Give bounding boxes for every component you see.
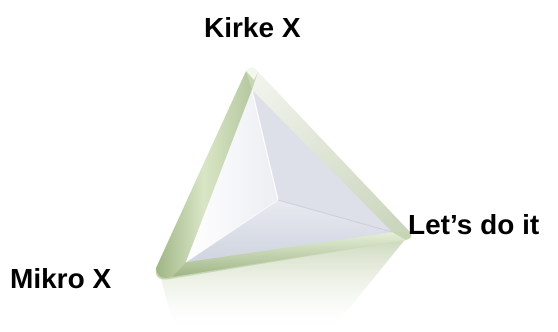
vertex-label-left: Mikro X — [10, 265, 111, 293]
vertex-label-top: Kirke X — [204, 14, 301, 42]
vertex-label-right: Let’s do it — [408, 211, 539, 239]
